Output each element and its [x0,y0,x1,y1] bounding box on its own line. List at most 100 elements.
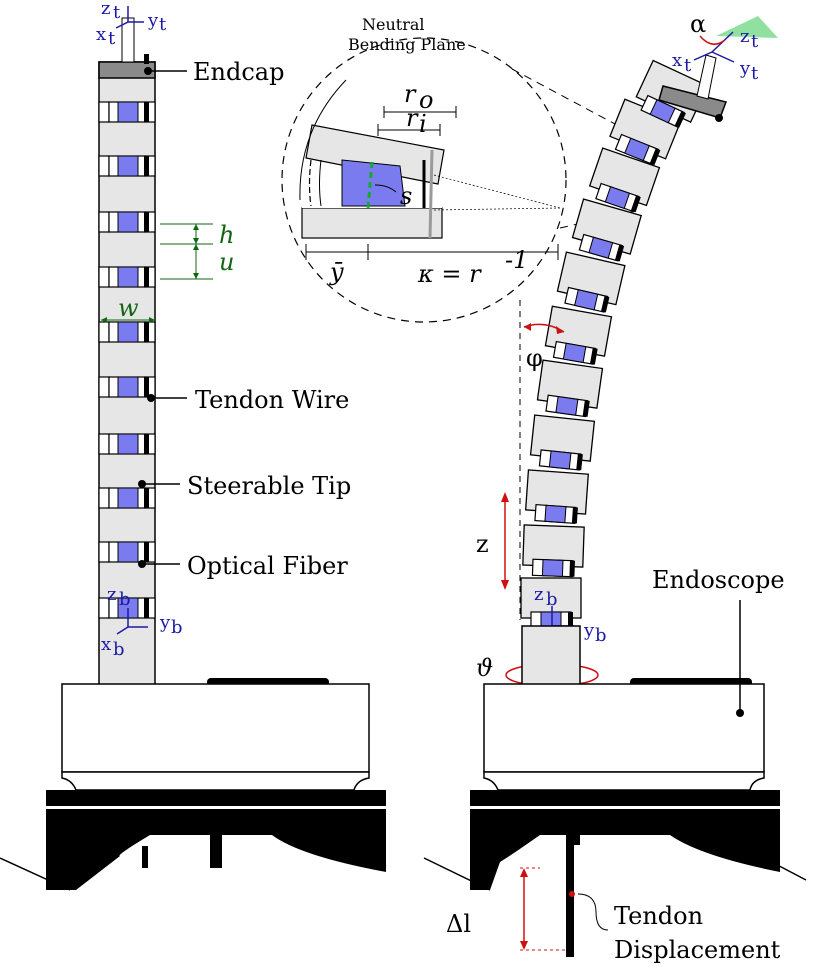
inset-ybar: ȳ [329,258,344,286]
inset-kappa: κ = r [417,260,482,288]
z-translation: z [476,530,489,558]
left-tip-y: y [147,10,159,31]
left-tip-z-sub: t [113,2,121,23]
right-base-z: z [534,584,543,605]
inset-s: s [400,182,412,210]
left-base-x-sub: b [113,639,125,660]
left-base-y-sub: b [171,617,183,638]
left-tendon-segment [144,488,149,508]
right-optical-fiber-window [544,504,567,524]
left-base-z-sub: b [119,589,131,610]
left-tip-z: z [101,0,110,19]
right-tendon-segment [649,148,661,166]
theta: ϑ [476,654,493,682]
right-optical-fiber-window [555,396,579,416]
dim-w: w [118,294,139,322]
right-annotations: φ z ϑ [476,300,599,687]
left-optical-fiber-window [117,376,139,398]
label-tendon-disp-2: Displacement [614,936,781,964]
label-tendon-wire: Tendon Wire [195,386,349,414]
left-notch-left [98,376,110,398]
alpha: α [690,10,706,38]
inset-ro: r [404,80,417,108]
label-optical-fiber: Optical Fiber [187,552,348,580]
left-notch-left [98,541,110,563]
right-tendon-segment [630,195,641,213]
right-base-z-sub: b [546,589,558,610]
left-tendon-segment [144,322,149,342]
left-tendon-segment [144,267,149,287]
left-tendon-stub [144,54,149,64]
left-tip-y-sub: t [159,14,167,35]
left-notch-left [98,211,110,233]
right-segment [544,305,613,365]
left-notch-left [98,321,110,343]
right-optical-fiber-window [574,289,599,311]
left-tendon-segment [144,542,149,562]
left-optical-fiber-window [117,101,139,123]
left-tendon-segment [144,434,149,454]
left-base-z: z [107,584,116,605]
right-tip-y-sub: t [751,63,759,84]
right-tendon-segment [576,453,583,471]
left-notch-left [98,433,110,455]
left-base-frame: z b y b x b [101,584,183,660]
left-tendon-segment [144,377,149,397]
right-tip-x-sub: t [684,55,692,76]
right-tendon-segment [568,612,573,628]
inset-ri: r [406,104,419,132]
right-tendon-segment [582,400,590,417]
left-optical-fiber-window [117,541,139,563]
right-segment [536,359,604,418]
right-tendon-segment [571,507,578,524]
inset-kappa-exp: -1 [505,246,528,274]
right-optical-fiber-window [649,99,676,124]
inset-ri-sub: i [419,110,427,138]
left-tendon-segment [144,102,149,122]
right-tendon-segment [569,560,575,577]
left-tendon-segment [144,598,149,618]
left-optical-fiber-window [117,211,139,233]
right-segment [522,524,585,578]
right-segment [524,469,589,524]
right-segment [556,251,626,313]
left-tendon-segment [144,156,149,176]
inset-ro-sub: o [419,86,433,114]
right-proximal-tube [521,625,581,687]
left-notch-left [98,487,110,509]
label-neutral-1: Neutral [362,15,425,34]
left-notches [98,101,156,619]
left-base-y: y [159,612,171,633]
right-optical-fiber-window [624,137,650,162]
left-optical-fiber-window [117,321,139,343]
left-callouts: Endcap Tendon Wire Steerable Tip Optical… [138,58,351,580]
right-tip-frame: α z t x t y t [672,10,759,84]
right-optical-fiber-window [604,186,631,210]
right-segment [571,198,643,262]
left-dimensions: h u w [101,221,234,323]
right-tip-z-sub: t [751,31,759,52]
right-robot [520,16,778,629]
right-tendon-segment [614,244,625,262]
label-steerable-tip: Steerable Tip [187,472,351,500]
right-segment [520,577,582,629]
right-tip-y: y [739,58,751,79]
left-tip-x-sub: t [108,28,116,49]
left-optical-fiber-window [117,487,139,509]
right-tendon-segment [600,295,610,313]
right-tip-x: x [672,50,682,71]
right-tip-z: z [740,26,749,47]
right-base-y: y [583,620,595,641]
right-optical-fiber-window [541,559,564,577]
right-tip-post [696,54,717,100]
left-tendon-segment [144,212,149,232]
left-notch-left [98,266,110,288]
left-notch-left [98,101,110,123]
right-tendon-segment [589,347,598,365]
inset-magnifier: s r o r i ȳ κ = r -1 Neutral Bending Pla… [281,15,661,323]
right-endoscope-base: Endoscope [423,566,807,957]
right-segments [520,59,709,629]
delta-l: Δl [446,910,471,938]
right-segment [609,98,682,166]
